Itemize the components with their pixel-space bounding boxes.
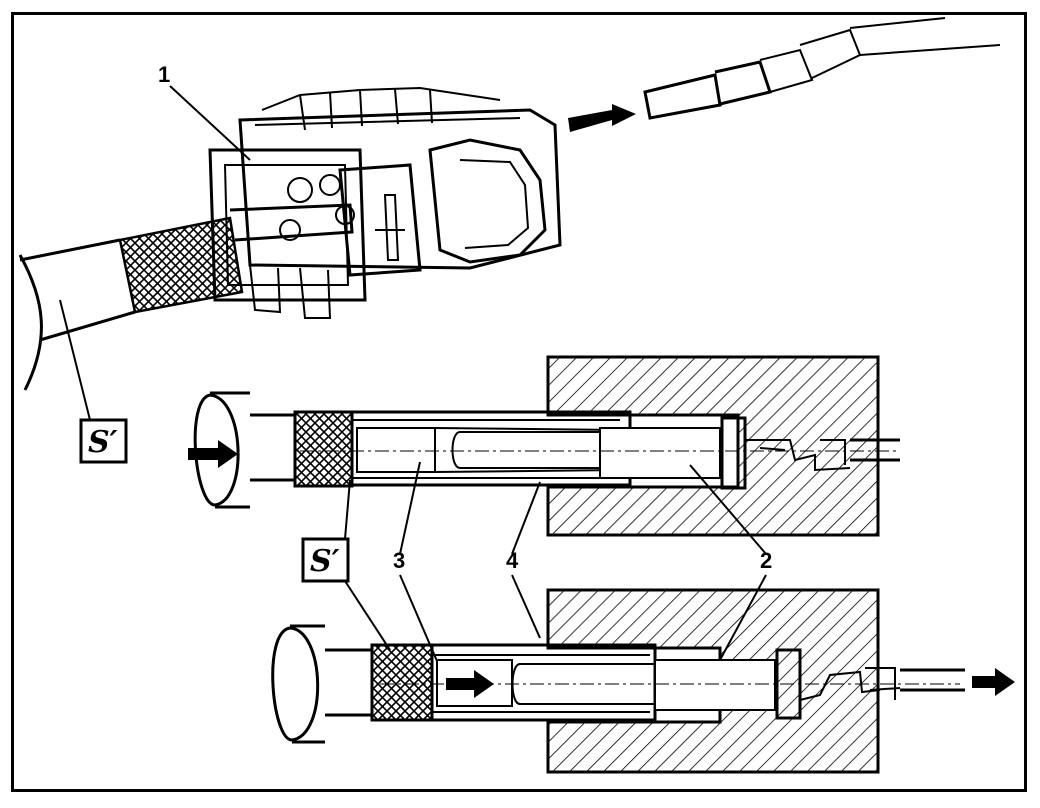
release-tool-icon: S′ xyxy=(79,418,128,464)
release-tool-icon-2: S′ xyxy=(301,537,350,583)
release-tool-top xyxy=(18,203,354,421)
callout-3: 3 xyxy=(393,548,405,573)
arrow-right-icon xyxy=(972,668,1015,696)
callout-2: 2 xyxy=(760,548,772,573)
callout-1: 1 xyxy=(158,62,170,87)
svg-text:S′: S′ xyxy=(310,544,340,579)
section-view-2 xyxy=(271,588,1015,774)
connector-housing xyxy=(208,86,562,319)
svg-text:S′: S′ xyxy=(88,425,118,460)
section-view-1 xyxy=(188,355,900,537)
terminal-top xyxy=(568,17,1001,132)
callout-4: 4 xyxy=(506,548,519,573)
